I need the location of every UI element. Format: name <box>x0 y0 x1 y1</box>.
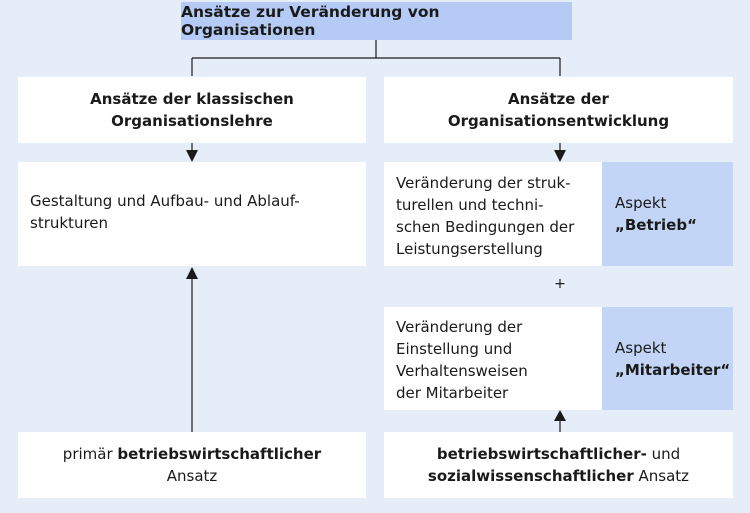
left-header-line1: Ansätze der klassischen <box>90 90 294 108</box>
left-body-line2: strukturen <box>30 214 109 232</box>
right-block1-line3: schen Bedingungen der <box>396 218 575 236</box>
arrow-left-up <box>186 267 198 279</box>
right-block2-line4: der Mitarbeiter <box>396 384 509 402</box>
plus-sign: + <box>554 276 566 292</box>
aspect-betrieb-value: „Betrieb“ <box>615 216 697 234</box>
right-header-box: Ansätze der Organisationsentwicklung <box>384 77 733 143</box>
right-block2-box: Veränderung der Einstellung und Verhalte… <box>384 307 602 410</box>
left-footer-line2: Ansatz <box>166 467 218 485</box>
left-footer-pre: primär <box>62 445 118 463</box>
aspect-betrieb-box: Aspekt „Betrieb“ <box>602 162 733 266</box>
right-header-line1: Ansätze der <box>508 90 609 108</box>
right-footer-box: betriebswirtschaftlicher- und sozialwiss… <box>384 432 733 498</box>
right-footer-bold2: sozialwissenschaftlicher <box>427 467 634 485</box>
left-footer-bold: betriebswirtschaftlicher <box>117 445 322 463</box>
left-body-box: Gestaltung und Aufbau- und Ablauf- struk… <box>18 162 366 266</box>
right-header-line2: Organisationsentwicklung <box>447 112 670 130</box>
aspect-betrieb-label: Aspekt <box>615 194 667 212</box>
right-footer-mid: und <box>646 445 681 463</box>
left-header-box: Ansätze der klassischen Organisationsleh… <box>18 77 366 143</box>
aspect-mitarbeiter-box: Aspekt „Mitarbeiter“ <box>602 307 733 410</box>
arrow-left-down <box>186 150 198 162</box>
right-footer-end: Ansatz <box>633 467 690 485</box>
right-footer-bold1: betriebswirtschaftlicher- <box>436 445 647 463</box>
right-footer-line2: sozialwissenschaftlicher Ansatz <box>428 465 689 487</box>
aspect-mitarbeiter-value: „Mitarbeiter“ <box>615 360 731 379</box>
right-block2-line3: Verhaltensweisen <box>396 362 528 380</box>
arrow-right-up <box>554 410 566 421</box>
right-footer-line1: betriebswirtschaftlicher- und <box>437 443 680 465</box>
right-block1-box: Veränderung der struk- turellen und tech… <box>384 162 602 266</box>
aspect-mitarbeiter-label: Aspekt <box>615 338 667 357</box>
right-block1-line1: Veränderung der struk- <box>396 174 571 192</box>
left-footer-box: primär betriebswirtschaftlicher Ansatz <box>18 432 366 498</box>
diagram-title: Ansätze zur Veränderung von Organisation… <box>181 2 572 40</box>
right-block1-line2: turellen und techni- <box>396 196 544 214</box>
right-block2-line2: Einstellung und <box>396 340 513 358</box>
left-body-line1: Gestaltung und Aufbau- und Ablauf- <box>30 192 300 210</box>
arrow-right-down <box>554 150 566 162</box>
left-footer-line1: primär betriebswirtschaftlicher <box>63 443 321 465</box>
left-header-line2: Organisationslehre <box>111 112 273 130</box>
right-block2-line1: Veränderung der <box>396 318 523 336</box>
right-block1-line4: Leistungserstellung <box>396 240 543 258</box>
